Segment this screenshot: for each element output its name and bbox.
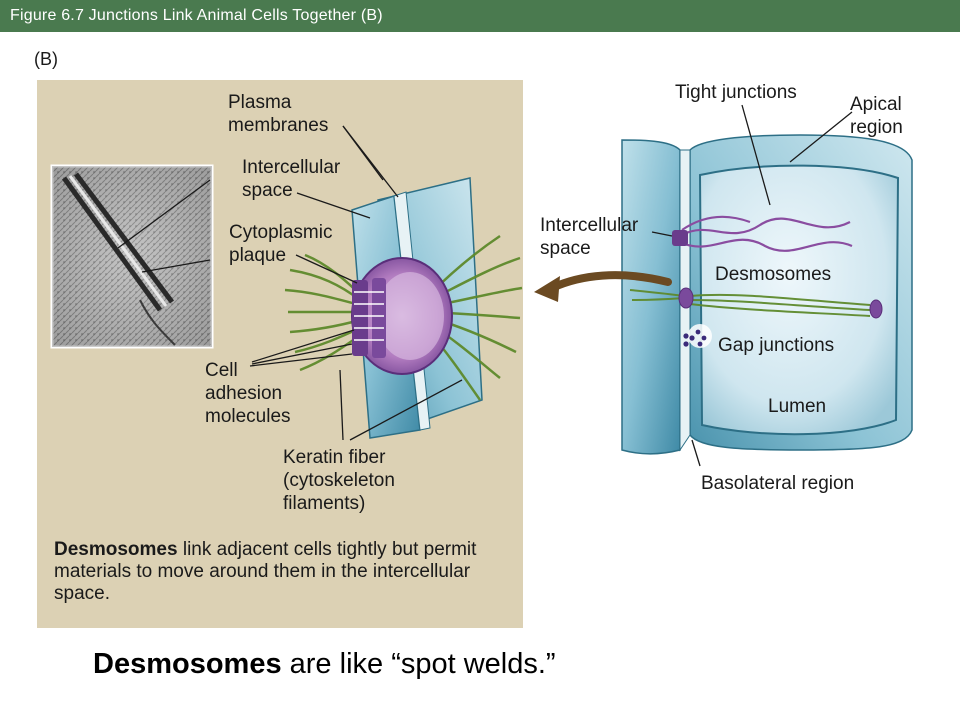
figure-title: Figure 6.7 Junctions Link Animal Cells T… <box>10 7 383 24</box>
panel-letter: (B) <box>34 49 58 69</box>
title-bar: Figure 6.7 Junctions Link Animal Cells T… <box>0 0 960 32</box>
desmosome-closeup <box>284 177 523 439</box>
label-gap-junctions: Gap junctions <box>718 335 835 356</box>
label-basolateral-region: Basolateral region <box>701 473 855 494</box>
label-lumen: Lumen <box>768 396 827 417</box>
label-desmosomes: Desmosomes <box>715 264 832 285</box>
epithelial-cells <box>621 134 913 455</box>
arrow-icon <box>534 271 672 302</box>
electron-micrograph <box>50 164 214 349</box>
slide-statement: Desmosomes are like “spot welds.” <box>93 648 556 680</box>
right-leader-lines <box>651 104 853 467</box>
panel-caption: Desmosomes link adjacent cells tightly b… <box>54 539 477 604</box>
left-leader-lines <box>117 125 463 441</box>
label-tight-junctions: Tight junctions <box>675 82 797 103</box>
